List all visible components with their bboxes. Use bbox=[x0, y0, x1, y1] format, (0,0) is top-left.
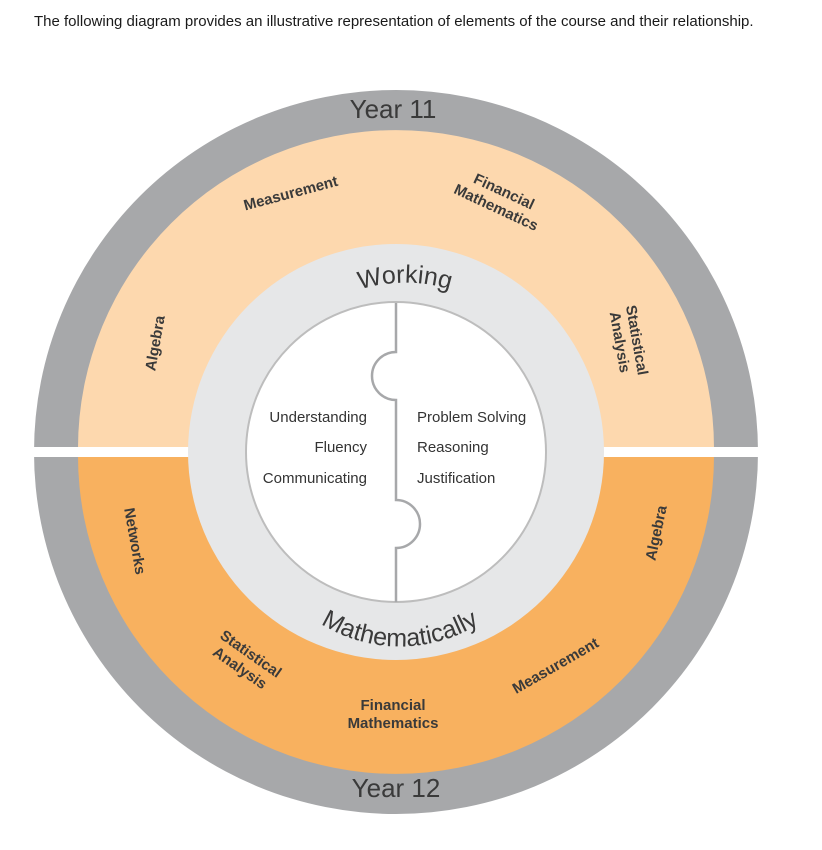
year12-label: Year 12 bbox=[352, 773, 441, 803]
intro-paragraph: The following diagram provides an illust… bbox=[34, 13, 754, 30]
proficiency-reasoning: Reasoning bbox=[417, 439, 489, 456]
proficiency-fluency: Fluency bbox=[314, 439, 367, 456]
puzzle-divider bbox=[370, 303, 422, 602]
proficiency-communicating: Communicating bbox=[263, 470, 367, 487]
proficiency-problem-solving: Problem Solving bbox=[417, 409, 526, 426]
year11-label: Year 11 bbox=[350, 94, 437, 124]
proficiency-understanding: Understanding bbox=[269, 409, 367, 426]
year12-topic-financial-line1: Financial bbox=[360, 697, 425, 714]
year12-topic-financial-line2: Mathematics bbox=[348, 715, 439, 732]
proficiency-justification: Justification bbox=[417, 470, 495, 487]
